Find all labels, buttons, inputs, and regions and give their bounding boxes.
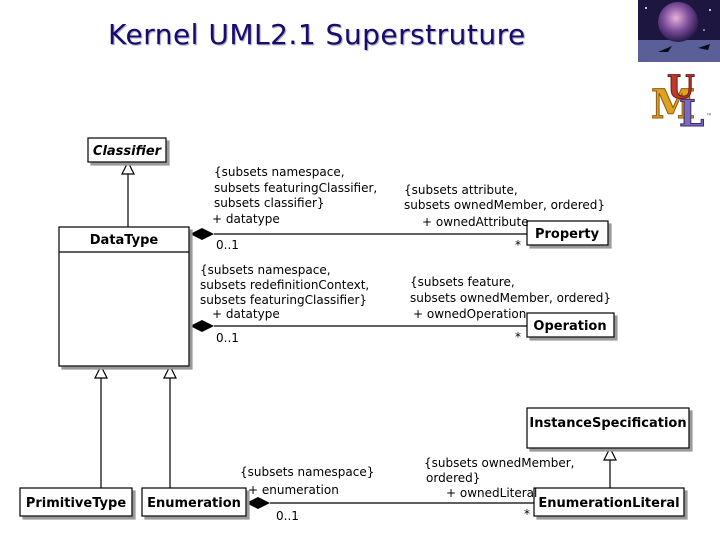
association-datatype-operation: {subsets namespace, subsets redefinition…	[200, 263, 611, 345]
multiplicity: 0..1	[216, 331, 239, 345]
class-enumerationliteral: EnumerationLiteral	[533, 487, 685, 517]
multiplicity: 0..1	[276, 509, 299, 523]
class-operation-name: Operation	[533, 319, 606, 334]
assoc-label: subsets classifier}	[214, 196, 325, 210]
class-datatype-name: DataType	[90, 233, 159, 248]
svg-text:™: ™	[706, 113, 712, 120]
class-datatype: DataType	[58, 226, 190, 367]
class-enumeration-name: Enumeration	[147, 496, 241, 511]
assoc-role-name: + ownedAttribute	[422, 215, 529, 229]
svg-text:U: U	[667, 68, 695, 106]
assoc-label: ordered}	[426, 471, 480, 485]
class-enumerationliteral-name: EnumerationLiteral	[538, 496, 679, 511]
generalization-lines	[100, 173, 611, 488]
composition-lines	[214, 233, 534, 504]
generalization-arrowheads	[94, 160, 617, 461]
assoc-role-name: + datatype	[212, 307, 280, 321]
assoc-role-name: + enumeration	[248, 483, 339, 497]
class-operation: Operation	[526, 312, 615, 338]
assoc-role-name: + ownedLiteral	[446, 486, 537, 500]
class-enumeration: Enumeration	[141, 487, 247, 517]
class-instancespecification: InstanceSpecification	[526, 407, 690, 449]
assoc-label: subsets featuringClassifier,	[214, 181, 377, 195]
uml-logo: M U L ™	[645, 68, 717, 136]
assoc-label: subsets featuringClassifier}	[200, 293, 367, 307]
multiplicity: *	[524, 507, 530, 521]
assoc-label: {subsets namespace}	[240, 465, 374, 479]
assoc-label: {subsets namespace,	[200, 263, 331, 277]
multiplicity: *	[515, 238, 521, 252]
assoc-label: subsets ownedMember, ordered}	[410, 291, 611, 305]
assoc-role-name: + datatype	[212, 212, 280, 226]
multiplicity: *	[515, 330, 521, 344]
assoc-label: subsets redefinitionContext,	[200, 278, 369, 292]
class-primitivetype: PrimitiveType	[19, 487, 133, 517]
space-thumbnail-image	[638, 0, 720, 62]
association-datatype-property: {subsets namespace, subsets featuringCla…	[212, 165, 605, 252]
assoc-label: subsets ownedMember, ordered}	[404, 198, 605, 212]
assoc-label: {subsets ownedMember,	[424, 456, 574, 470]
composition-diamonds	[190, 228, 270, 509]
association-enumeration-literal: {subsets namespace} + enumeration 0..1 {…	[240, 456, 574, 523]
multiplicity: 0..1	[216, 238, 239, 252]
assoc-label: {subsets feature,	[410, 275, 515, 289]
class-instancespecification-name: InstanceSpecification	[529, 416, 686, 431]
class-primitivetype-name: PrimitiveType	[26, 496, 126, 511]
svg-text:M: M	[651, 81, 695, 128]
svg-text:L: L	[679, 93, 704, 134]
page-title: Kernel UML2.1 Superstruture	[108, 18, 526, 51]
assoc-role-name: + ownedOperation	[413, 307, 526, 321]
assoc-label: {subsets attribute,	[404, 183, 518, 197]
assoc-label: {subsets namespace,	[214, 165, 345, 179]
class-property: Property	[526, 220, 609, 246]
class-classifier: Classifier	[87, 137, 167, 163]
class-classifier-name: Classifier	[93, 144, 163, 159]
class-property-name: Property	[535, 227, 600, 242]
